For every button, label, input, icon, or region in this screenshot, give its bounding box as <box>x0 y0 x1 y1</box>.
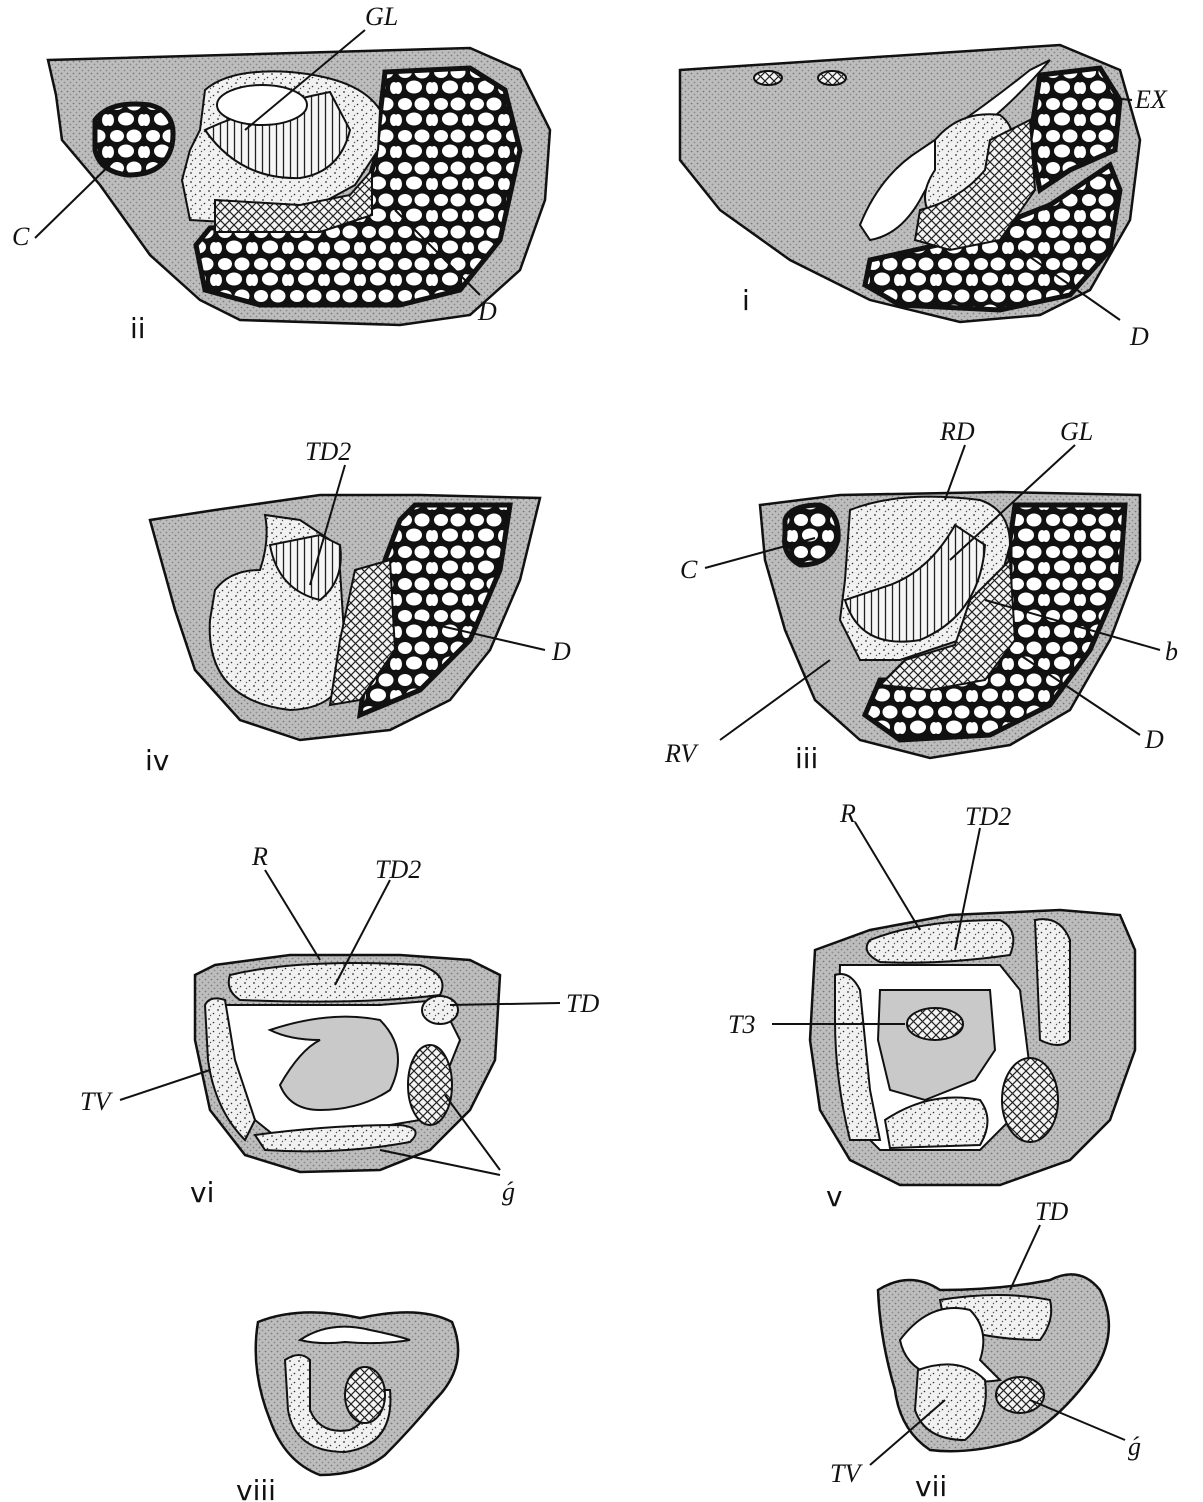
figure-vi-numeral: vi <box>190 1176 214 1209</box>
figure-v-label-t3: T3 <box>728 1010 755 1039</box>
figure-ii-vesicle <box>217 85 307 125</box>
figure-iii-crest <box>785 505 839 565</box>
figure-vi-label-td: TD <box>566 989 599 1018</box>
figure-ii-label-gl: GL <box>365 2 398 31</box>
figure-i: EX D i <box>680 45 1168 351</box>
figure-viii-numeral: viii <box>236 1474 276 1502</box>
figure-vi-td-spot <box>422 996 458 1024</box>
figure-iii-label-b: b <box>1165 637 1178 666</box>
figure-ii-label-c: C <box>12 222 30 251</box>
figure-vi-label-g: ǵ <box>502 1177 515 1206</box>
figure-v-label-r: R <box>839 799 856 828</box>
figure-v-label-td2: TD2 <box>965 802 1011 831</box>
figure-vii-label-g: ǵ <box>1128 1432 1141 1461</box>
figure-vii: TD TV ǵ vii <box>830 1197 1141 1502</box>
figure-vi-g-hatch <box>408 1045 452 1125</box>
figure-iv-numeral: iv <box>145 744 169 777</box>
figure-v-t3 <box>907 1008 963 1040</box>
figure-i-vessel-b <box>818 71 846 85</box>
figure-ii-label-d: D <box>477 297 497 326</box>
figure-vii-label-td: TD <box>1035 1197 1068 1226</box>
figure-iii: RD GL C b D RV iii <box>664 417 1178 775</box>
figure-iii-label-c: C <box>680 555 698 584</box>
figure-vii-tv <box>915 1364 986 1440</box>
figure-iii-numeral: iii <box>795 742 818 775</box>
figure-viii: viii <box>236 1312 458 1502</box>
figure-iv-label-td2: TD2 <box>305 437 351 466</box>
figure-iii-label-gl: GL <box>1060 417 1093 446</box>
figure-i-label-d: D <box>1129 322 1149 351</box>
figure-viii-hatch <box>345 1367 385 1423</box>
figure-vii-g-hatch <box>996 1377 1044 1413</box>
figure-iv-label-d: D <box>551 637 571 666</box>
figure-vi-label-td2: TD2 <box>375 855 421 884</box>
figure-iii-label-rv: RV <box>664 739 699 768</box>
figure-vii-label-tv: TV <box>830 1459 863 1488</box>
figure-v-numeral: v <box>826 1180 843 1213</box>
figure-v-right <box>1035 919 1070 1045</box>
figure-ii-numeral: ii <box>130 312 146 345</box>
figure-vi-label-r: R <box>251 842 268 871</box>
figure-i-label-ex: EX <box>1134 85 1168 114</box>
figure-ii-crest <box>95 104 173 175</box>
figure-ii: GL C D ii <box>12 2 550 345</box>
figure-vi-label-tv: TV <box>80 1087 113 1116</box>
figure-v: R TD2 T3 v <box>728 799 1135 1213</box>
figure-v-g-hatch <box>1002 1058 1058 1142</box>
figure-i-numeral: i <box>742 284 750 317</box>
figure-i-vessel-a <box>754 71 782 85</box>
figure-vi: R TD2 TD TV ǵ vi <box>80 842 599 1209</box>
figure-iv: TD2 D iv <box>145 437 571 777</box>
figure-vii-numeral: vii <box>915 1470 947 1502</box>
figure-iii-label-d: D <box>1144 725 1164 754</box>
figure-iii-label-rd: RD <box>939 417 975 446</box>
